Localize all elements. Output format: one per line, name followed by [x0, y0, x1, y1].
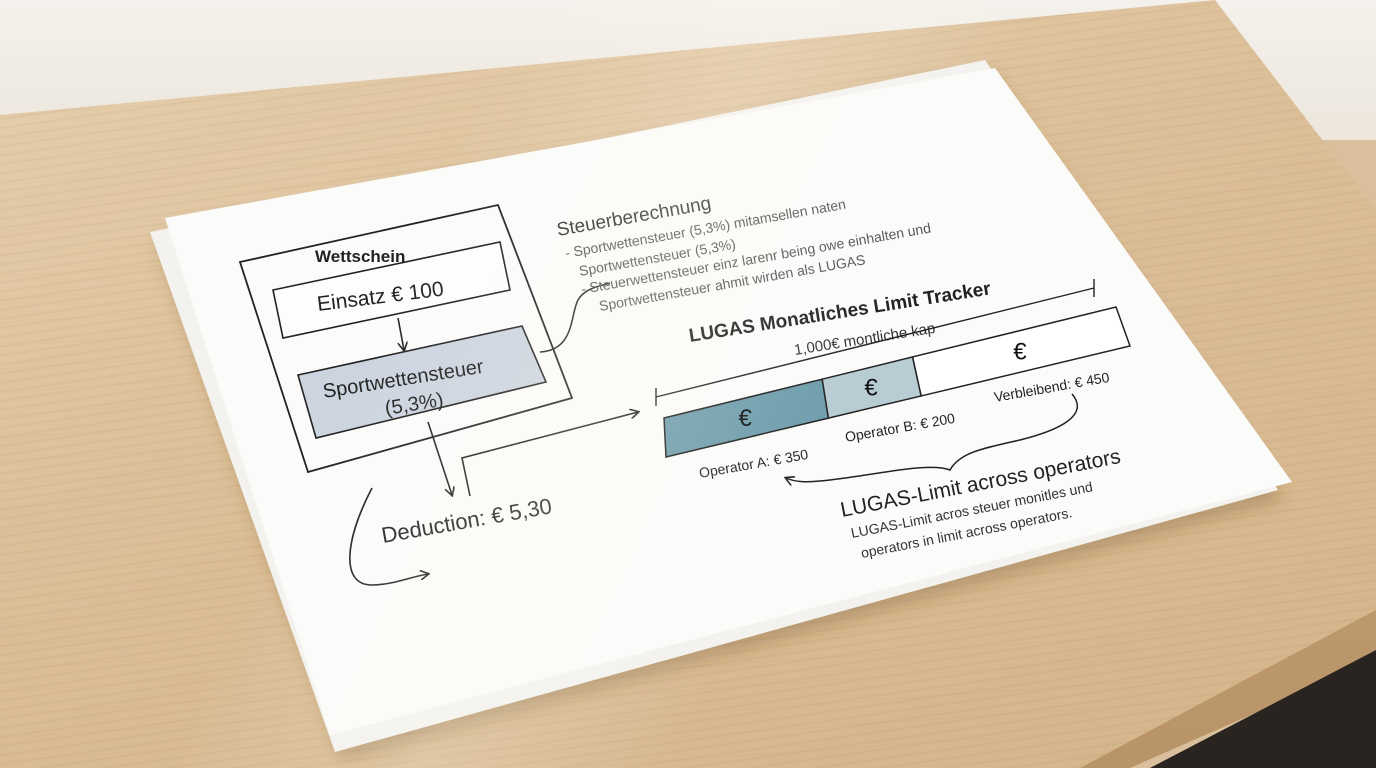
flow-arrow-curve-down [349, 487, 428, 586]
segment-remaining [911, 306, 1131, 397]
tracker-curly-brace [786, 393, 1079, 482]
euro-icon: € [1013, 338, 1027, 365]
stake-box [272, 241, 511, 339]
flow-arrow-stake-to-tax [397, 317, 404, 350]
tracker-bar: € € € [663, 306, 1131, 458]
tracker-cap-bracket [655, 279, 1095, 406]
flow-arrow-to-tracker [461, 412, 638, 497]
wettschein-title: Wettschein [315, 247, 405, 266]
tax-box [296, 325, 548, 439]
euro-icon: € [864, 375, 878, 402]
wettschein-diagram: Wettschein Einsatz € 100 Sportwettensteu… [238, 203, 638, 586]
wettschein-outer-box [238, 203, 574, 474]
flow-arrow-tax-to-deduction [427, 421, 452, 495]
euro-icon: € [738, 405, 752, 432]
flow-connector-tax-to-notes [539, 282, 611, 353]
